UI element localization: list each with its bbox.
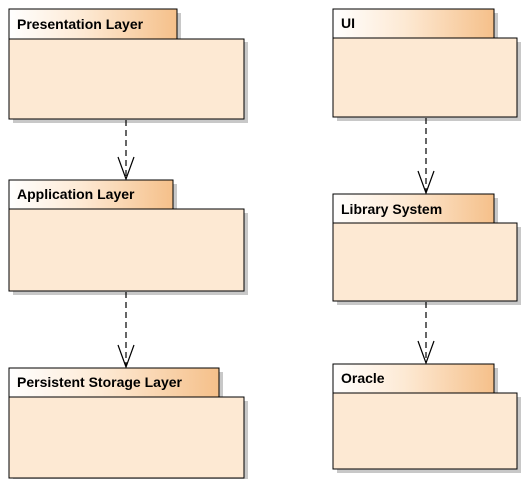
package-body bbox=[332, 392, 518, 470]
package-body bbox=[8, 396, 245, 479]
package-body bbox=[332, 222, 518, 302]
package-library-system[interactable]: Library System bbox=[332, 193, 521, 305]
package-label: Presentation Layer bbox=[17, 16, 144, 32]
package-body bbox=[8, 38, 245, 120]
dependency-application-to-persistent[interactable] bbox=[117, 292, 135, 369]
package-label: Application Layer bbox=[17, 186, 135, 202]
package-label: Library System bbox=[341, 201, 442, 217]
package-tab bbox=[332, 193, 495, 224]
package-label: UI bbox=[341, 15, 355, 31]
package-ui[interactable]: UI bbox=[332, 8, 521, 121]
arrowhead-icon bbox=[417, 340, 435, 365]
package-presentation-layer[interactable]: Presentation Layer bbox=[8, 8, 248, 123]
dependency-ui-to-library[interactable] bbox=[417, 118, 435, 195]
package-persistent-storage-layer[interactable]: Persistent Storage Layer bbox=[8, 367, 248, 479]
package-label: Persistent Storage Layer bbox=[17, 374, 183, 390]
package-body bbox=[8, 208, 245, 292]
dependency-presentation-to-application[interactable] bbox=[117, 120, 135, 181]
arrowhead-icon bbox=[417, 170, 435, 195]
package-tab bbox=[8, 367, 220, 398]
package-oracle[interactable]: Oracle bbox=[332, 363, 521, 473]
dependency-library-to-oracle[interactable] bbox=[417, 302, 435, 365]
package-label: Oracle bbox=[341, 370, 385, 386]
package-tab bbox=[8, 179, 174, 210]
arrowhead-icon bbox=[117, 344, 135, 369]
arrowhead-icon bbox=[117, 156, 135, 181]
package-tab bbox=[332, 8, 495, 39]
package-body bbox=[332, 37, 518, 118]
package-application-layer[interactable]: Application Layer bbox=[8, 179, 248, 295]
